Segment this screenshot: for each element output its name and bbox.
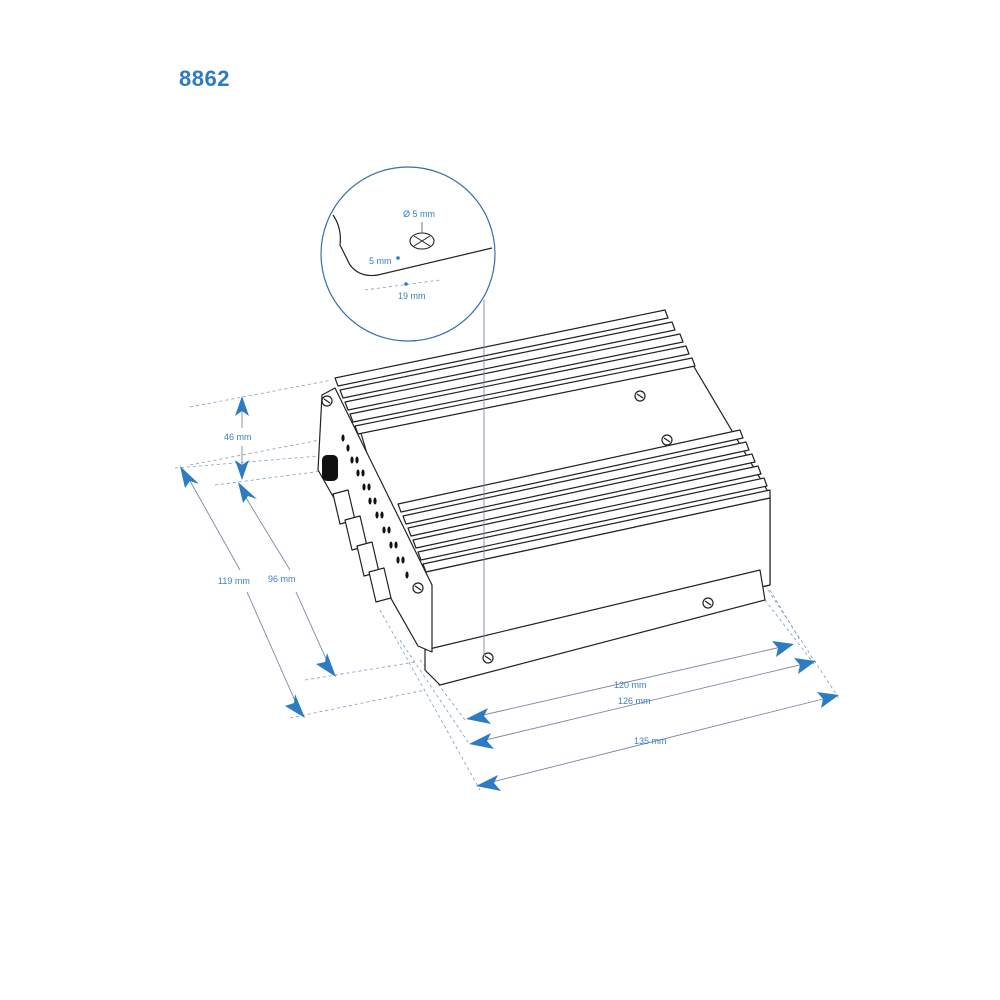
edge-offset-label: 5 mm — [369, 256, 392, 266]
overall-length-label: 135 mm — [634, 736, 667, 746]
power-connector — [322, 455, 338, 481]
body-length-label: 120 mm — [614, 680, 647, 690]
hole-diameter-label: Ø 5 mm — [403, 209, 435, 219]
fin-height-label: 46 mm — [224, 432, 252, 442]
mounting-hole-detail: Ø 5 mm 5 mm 19 mm — [320, 166, 496, 342]
dimension-arrows — [180, 396, 839, 791]
mount-length-label: 126 mm — [618, 696, 651, 706]
overall-depth-label: 119 mm — [218, 576, 250, 586]
model-number-title: 8862 — [179, 66, 230, 91]
screw-icons — [321, 390, 714, 664]
hole-spacing-label: 19 mm — [398, 291, 426, 301]
body-depth-label: 96 mm — [268, 574, 296, 584]
heatsink-body — [317, 300, 771, 686]
vent-holes — [341, 434, 409, 579]
